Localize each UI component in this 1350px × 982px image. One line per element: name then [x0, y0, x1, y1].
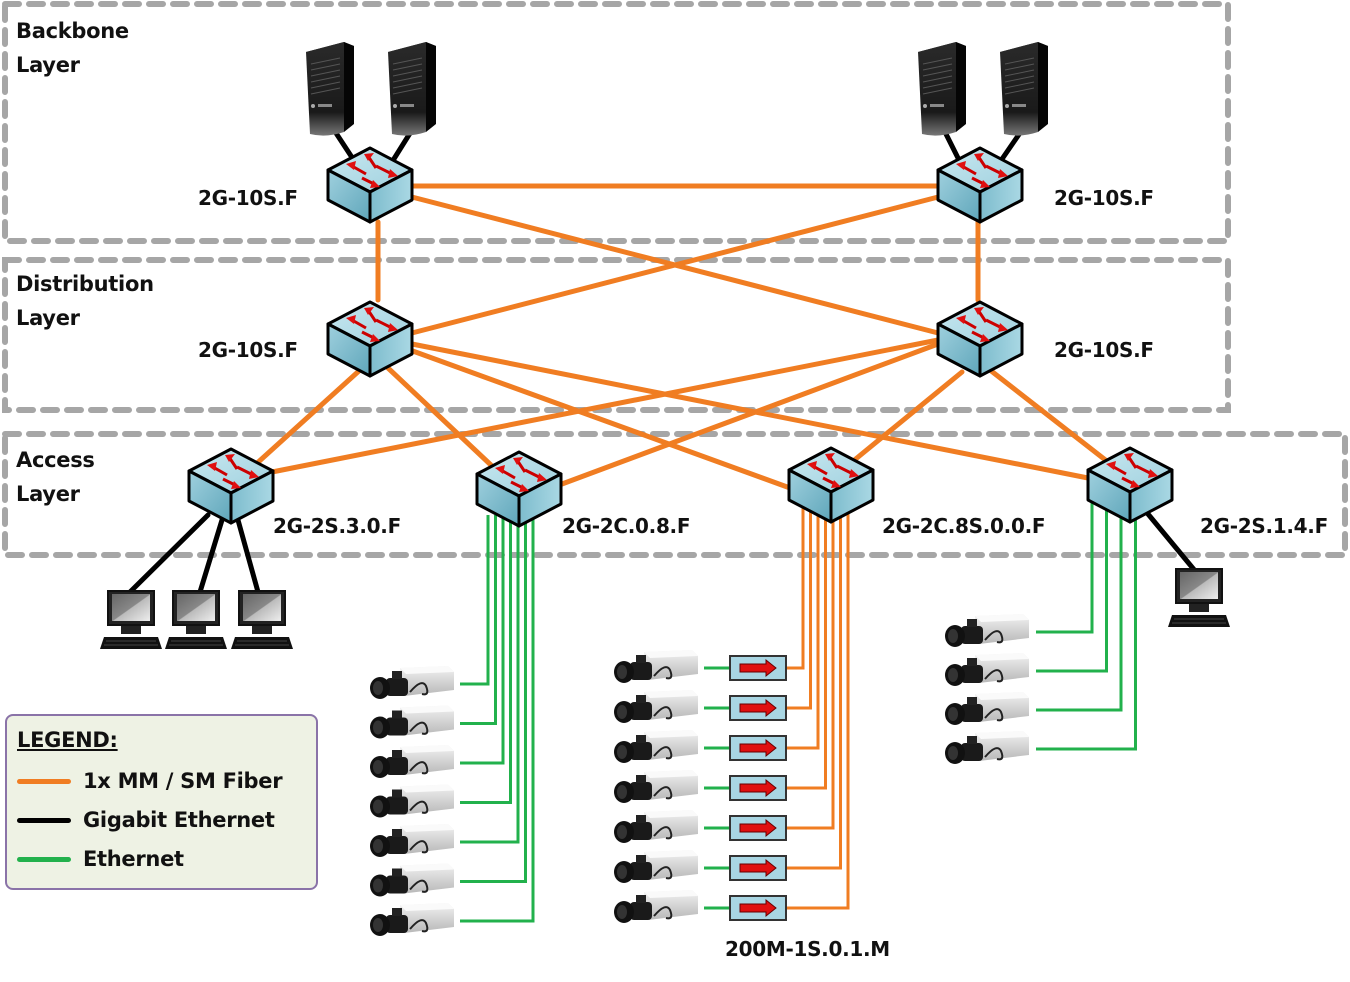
media-converter-icon[interactable]	[729, 855, 787, 881]
server-icon	[305, 41, 355, 137]
camera-icon	[613, 889, 699, 924]
legend-title: LEGEND:	[17, 728, 118, 752]
link-dist-right-access-4	[987, 367, 1111, 465]
backbone-layer-zone	[2, 1, 1231, 244]
fiber-swatch-icon	[17, 778, 71, 784]
media-converter-icon[interactable]	[729, 895, 787, 921]
camera-icon	[613, 729, 699, 764]
ethernet-line	[460, 515, 535, 923]
camera-icon	[369, 783, 455, 819]
link-server-3	[941, 127, 963, 165]
link-workstation-1	[127, 512, 211, 595]
media-converter-icon[interactable]	[729, 695, 787, 721]
ethernet-line	[460, 515, 527, 883]
link-dist-left-access-4	[409, 341, 1091, 481]
workstation-icon	[164, 590, 228, 650]
ethernet-bundle-access-2	[460, 515, 535, 923]
switch-icon-backbone-right[interactable]	[936, 146, 1024, 224]
device-label-backbone-left: 2G-10S.F	[198, 186, 298, 210]
camera-icon	[613, 649, 699, 684]
link-dist-right-access-2	[559, 341, 941, 487]
fiber-line	[786, 508, 820, 750]
zone-title-access: Access Layer	[16, 448, 95, 506]
camera-icon	[613, 849, 699, 884]
ethernet-line	[460, 515, 505, 765]
camera-icon	[613, 809, 699, 844]
device-label-backbone-right: 2G-10S.F	[1054, 186, 1154, 210]
camera-icon	[944, 652, 1030, 687]
fiber-bundle-access-3	[786, 508, 850, 910]
fiber-line	[786, 508, 850, 910]
ethernet-line	[460, 515, 497, 725]
ethernet-line	[1036, 500, 1094, 634]
switch-icon-distribution-left[interactable]	[326, 300, 414, 378]
ethernet-swatch-icon	[17, 856, 71, 862]
link-dist-left-access-2	[385, 365, 495, 469]
server-icon	[917, 41, 967, 137]
zone-title-distribution: Distribution Layer	[16, 272, 154, 330]
fiber-line	[786, 508, 842, 870]
link-workstation-2	[197, 517, 225, 595]
camera-icon	[613, 689, 699, 724]
fiber-line	[786, 508, 805, 670]
ethernet-bundle-access-4	[1036, 500, 1137, 751]
camera-icon	[369, 704, 455, 740]
ethernet-line	[1036, 500, 1123, 712]
camera-icon	[944, 691, 1030, 726]
legend-item-ethernet: Ethernet	[17, 844, 184, 874]
ethernet-converter-links	[704, 666, 730, 910]
ethernet-line	[460, 515, 512, 804]
device-label-access-2: 2G-2C.0.8.F	[562, 514, 691, 538]
device-label-access-1: 2G-2S.3.0.F	[273, 514, 401, 538]
media-converter-icon[interactable]	[729, 735, 787, 761]
ethernet-line	[460, 515, 490, 686]
ethernet-line	[1036, 500, 1137, 751]
camera-icon	[944, 730, 1030, 765]
fiber-line	[786, 508, 835, 830]
gigabit-swatch-icon	[17, 817, 71, 823]
device-label-media-converter: 200M-1S.0.1.M	[725, 937, 890, 961]
workstation-icon	[99, 590, 163, 650]
camera-icon	[944, 613, 1030, 648]
link-bb-right-dist-left	[405, 193, 945, 337]
legend-item-fiber: 1x MM / SM Fiber	[17, 766, 283, 796]
camera-icon	[369, 823, 455, 858]
distribution-layer-zone	[2, 257, 1231, 413]
link-workstation-3	[235, 517, 261, 595]
ethernet-line	[460, 515, 520, 844]
access-layer-zone	[2, 431, 1348, 558]
workstation-icon	[1167, 568, 1231, 628]
switch-icon-distribution-right[interactable]	[936, 300, 1024, 378]
legend-item-gigabit: Gigabit Ethernet	[17, 805, 275, 835]
device-label-distribution-left: 2G-10S.F	[198, 338, 298, 362]
zone-title-backbone: Backbone Layer	[16, 19, 129, 77]
device-label-access-4: 2G-2S.1.4.F	[1200, 514, 1328, 538]
workstation-icon	[230, 590, 294, 650]
camera-icon	[369, 902, 455, 937]
media-converter-icon[interactable]	[729, 655, 787, 681]
media-converter-icon[interactable]	[729, 775, 787, 801]
camera-icon	[369, 665, 455, 700]
ethernet-line	[1036, 500, 1108, 673]
link-dist-left-access-1	[252, 367, 363, 468]
camera-icon	[369, 744, 455, 779]
legend: LEGEND: 1x MM / SM Fiber Gigabit Etherne…	[5, 714, 318, 890]
link-dist-right-access-3	[849, 369, 965, 465]
camera-icon	[369, 862, 455, 898]
fiber-line	[786, 508, 812, 710]
device-label-distribution-right: 2G-10S.F	[1054, 338, 1154, 362]
server-icon	[387, 41, 437, 137]
media-converter-icon[interactable]	[729, 815, 787, 841]
camera-icon	[613, 769, 699, 804]
switch-icon-backbone-left[interactable]	[326, 146, 414, 224]
link-dist-left-access-3	[407, 347, 793, 491]
link-workstation-4	[1145, 511, 1199, 575]
link-dist-right-access-1	[269, 337, 941, 475]
device-label-access-3: 2G-2C.8S.0.0.F	[882, 514, 1046, 538]
fiber-line	[786, 508, 827, 790]
server-icon	[999, 41, 1049, 137]
